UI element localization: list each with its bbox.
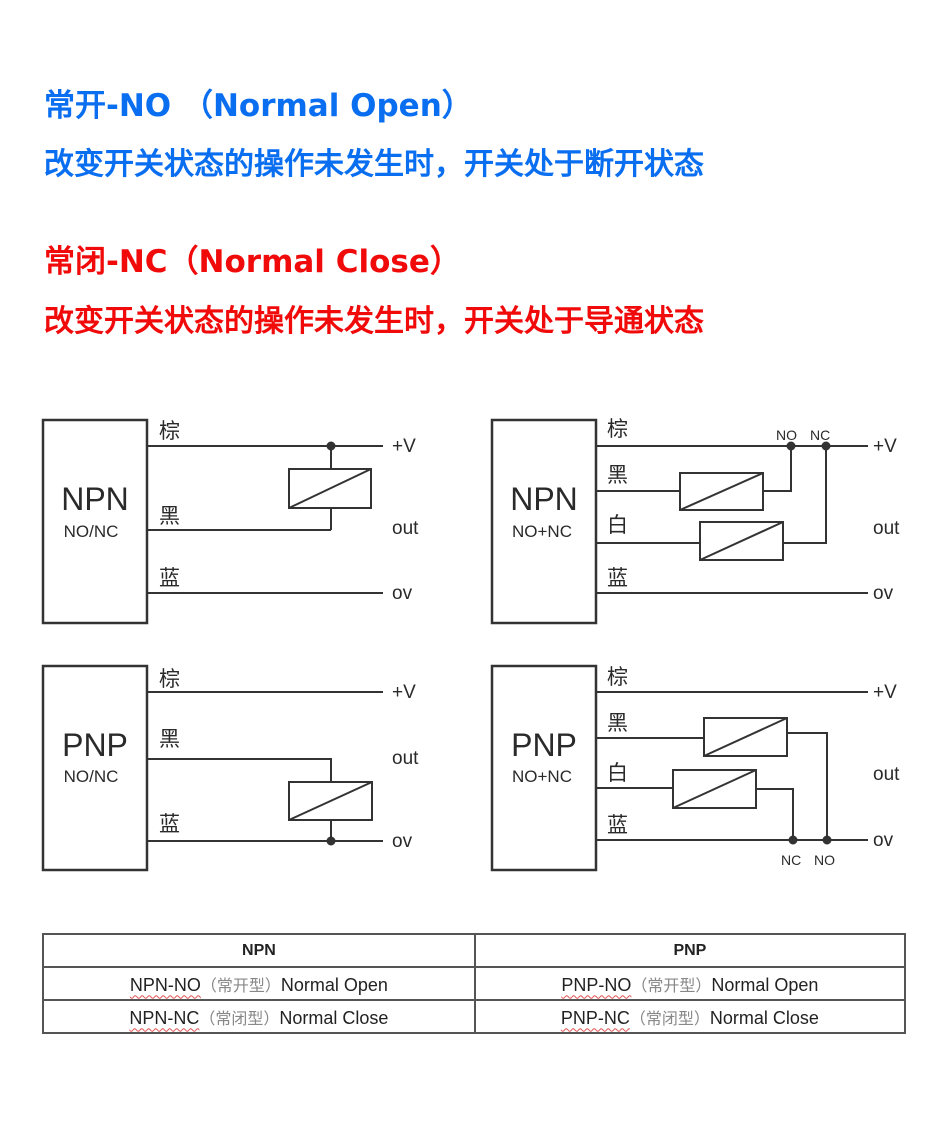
normal-open-description: 改变开关状态的操作未发生时，开关处于断开状态 xyxy=(44,147,704,182)
type-en: Normal Close xyxy=(279,1007,389,1028)
normal-close-title: 常闭-NC（Normal Close） xyxy=(44,244,461,280)
wire-label-brown: 棕 xyxy=(607,418,628,441)
table-row: NPN-NO（常开型）Normal Open PNP-NO（常开型）Normal… xyxy=(42,966,907,1001)
device-type-label: PNP xyxy=(511,727,577,763)
wire-label-blue: 蓝 xyxy=(159,567,180,590)
terminal-out: out xyxy=(392,748,419,769)
type-code: PNP-NC xyxy=(560,1007,630,1028)
table-row: NPN-NC（常闭型）Normal Close PNP-NC（常闭型）Norma… xyxy=(42,999,907,1034)
wire-label-black: 黑 xyxy=(607,712,628,735)
type-code: NPN-NC xyxy=(129,1007,200,1028)
sensor-type-table: NPN PNP NPN-NO（常开型）Normal Open PNP-NO（常开… xyxy=(42,933,907,1034)
type-code: NPN-NO xyxy=(129,974,201,995)
type-code: PNP-NO xyxy=(561,974,632,995)
device-type-label: NPN xyxy=(510,481,578,517)
wire-label-brown: 棕 xyxy=(159,668,180,691)
wire-label-brown: 棕 xyxy=(159,420,180,443)
type-en: Normal Open xyxy=(711,974,819,995)
table-cell: NPN-NC（常闭型）Normal Close xyxy=(42,999,476,1034)
wire-label-white: 白 xyxy=(607,762,628,785)
normal-close-description: 改变开关状态的操作未发生时，开关处于导通状态 xyxy=(44,304,704,339)
wire-label-black: 黑 xyxy=(159,728,180,751)
terminal-out: out xyxy=(392,518,419,539)
terminal-plus-v: +V xyxy=(392,682,416,703)
table-cell: PNP-NC（常闭型）Normal Close xyxy=(473,999,907,1034)
device-subtype-label: NO+NC xyxy=(512,767,572,786)
terminal-out: out xyxy=(873,518,900,539)
junction-label-no: NO xyxy=(776,427,797,443)
diagram-npn-single xyxy=(41,418,383,625)
type-cn: （常开型） xyxy=(631,975,712,995)
wire-label-blue: 蓝 xyxy=(159,813,180,836)
terminal-plus-v: +V xyxy=(873,436,897,457)
terminal-plus-v: +V xyxy=(392,436,416,457)
device-type-label: NPN xyxy=(61,481,129,517)
normal-open-title: 常开-NO （Normal Open） xyxy=(44,88,473,124)
type-en: Normal Open xyxy=(280,974,388,995)
wire-label-blue: 蓝 xyxy=(607,814,628,837)
table-header-pnp: PNP xyxy=(473,933,907,968)
junction-label-no: NO xyxy=(814,852,835,868)
table-cell: NPN-NO（常开型）Normal Open xyxy=(42,966,476,1001)
device-type-label: PNP xyxy=(62,727,128,763)
junction-label-nc: NC xyxy=(810,427,830,443)
wire-label-white: 白 xyxy=(607,514,628,537)
wire-label-brown: 棕 xyxy=(607,666,628,689)
terminal-plus-v: +V xyxy=(873,682,897,703)
diagram-pnp-single xyxy=(41,664,383,872)
diagram-pnp-dual xyxy=(490,664,868,872)
type-cn: （常闭型） xyxy=(199,1008,280,1028)
device-subtype-label: NO/NC xyxy=(64,767,119,786)
type-en: Normal Close xyxy=(709,1007,819,1028)
table-header-row: NPN PNP xyxy=(42,933,907,968)
diagram-npn-dual xyxy=(490,418,868,625)
terminal-out: out xyxy=(873,764,900,785)
terminal-ov: ov xyxy=(392,583,413,604)
table-header-npn: NPN xyxy=(42,933,476,968)
device-subtype-label: NO/NC xyxy=(64,522,119,541)
terminal-ov: ov xyxy=(392,831,413,852)
type-cn: （常开型） xyxy=(200,975,281,995)
type-cn: （常闭型） xyxy=(629,1008,710,1028)
wire-label-black: 黑 xyxy=(607,464,628,487)
wire-label-blue: 蓝 xyxy=(607,567,628,590)
wire-label-black: 黑 xyxy=(159,505,180,528)
table-cell: PNP-NO（常开型）Normal Open xyxy=(473,966,907,1001)
terminal-ov: ov xyxy=(873,830,894,851)
terminal-ov: ov xyxy=(873,583,894,604)
device-subtype-label: NO+NC xyxy=(512,522,572,541)
wiring-diagrams: NPN NO/NC 棕 黑 蓝 +V out ov NPN NO+NC 棕 黑 … xyxy=(41,418,900,872)
junction-label-nc: NC xyxy=(781,852,801,868)
